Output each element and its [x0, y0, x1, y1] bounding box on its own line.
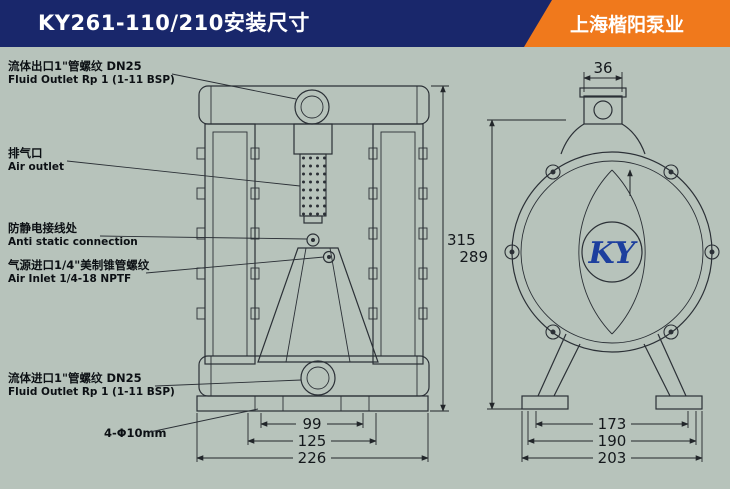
leader-fluid-inlet	[154, 379, 302, 387]
dim-front-width-outer: 226	[298, 449, 327, 467]
label-anti-static-en: Anti static connection	[8, 236, 138, 248]
callout-labels: 流体出口1"管螺纹 DN25 Fluid Outlet Rp 1 (1-11 B…	[7, 59, 325, 440]
leader-mounting-holes	[149, 408, 259, 433]
dim-front-height: 315	[447, 231, 476, 249]
side-view-drawing: KY	[504, 87, 720, 410]
leader-air-outlet	[66, 160, 301, 187]
brand-banner: 上海楷阳泵业	[524, 0, 730, 47]
dim-side-top-width: 36	[593, 59, 612, 77]
label-fluid-outlet-cn: 流体出口1"管螺纹 DN25	[8, 59, 142, 73]
fluid-inlet-port	[300, 360, 336, 396]
dim-side-width-outer: 203	[598, 449, 627, 467]
label-fluid-outlet-en: Fluid Outlet Rp 1 (1-11 BSP)	[8, 74, 175, 86]
page-title: KY261-110/210安装尺寸	[38, 11, 310, 35]
leader-anti-static	[99, 235, 308, 240]
label-air-inlet-en: Air Inlet 1/4-18 NPTF	[8, 273, 131, 285]
leader-air-inlet	[145, 256, 325, 274]
label-air-outlet-cn: 排气口	[8, 146, 43, 160]
header-bar: KY261-110/210安装尺寸 上海楷阳泵业	[0, 0, 730, 47]
ky-logo-mark: KY	[588, 236, 638, 271]
label-fluid-inlet-en: Fluid Outlet Rp 1 (1-11 BSP)	[8, 386, 175, 398]
dim-front-width-inner: 99	[302, 415, 321, 433]
label-air-inlet-cn: 气源进口1/4"美制锥管螺纹	[7, 258, 150, 272]
dim-front-width-mid: 125	[298, 432, 327, 450]
dimension-annotations: 315 99 125 226 36 28	[196, 59, 703, 467]
label-fluid-inlet-cn: 流体进口1"管螺纹 DN25	[8, 371, 142, 385]
front-view-drawing	[196, 85, 430, 412]
anti-static-terminal	[306, 233, 320, 247]
leader-fluid-outlet	[171, 73, 297, 100]
brand-name: 上海楷阳泵业	[569, 14, 684, 36]
dim-side-width-mid: 190	[598, 432, 627, 450]
label-air-outlet-en: Air outlet	[8, 161, 64, 173]
fluid-outlet-port	[294, 89, 330, 125]
air-outlet-muffler	[299, 153, 327, 217]
dim-side-width-inner: 173	[598, 415, 627, 433]
label-mounting-holes: 4-Φ10mm	[104, 426, 167, 440]
left-foot	[521, 395, 569, 410]
base-plate	[196, 395, 429, 412]
label-anti-static-cn: 防静电接线处	[8, 221, 77, 235]
dim-side-height: 289	[459, 248, 488, 266]
right-foot	[655, 395, 703, 410]
